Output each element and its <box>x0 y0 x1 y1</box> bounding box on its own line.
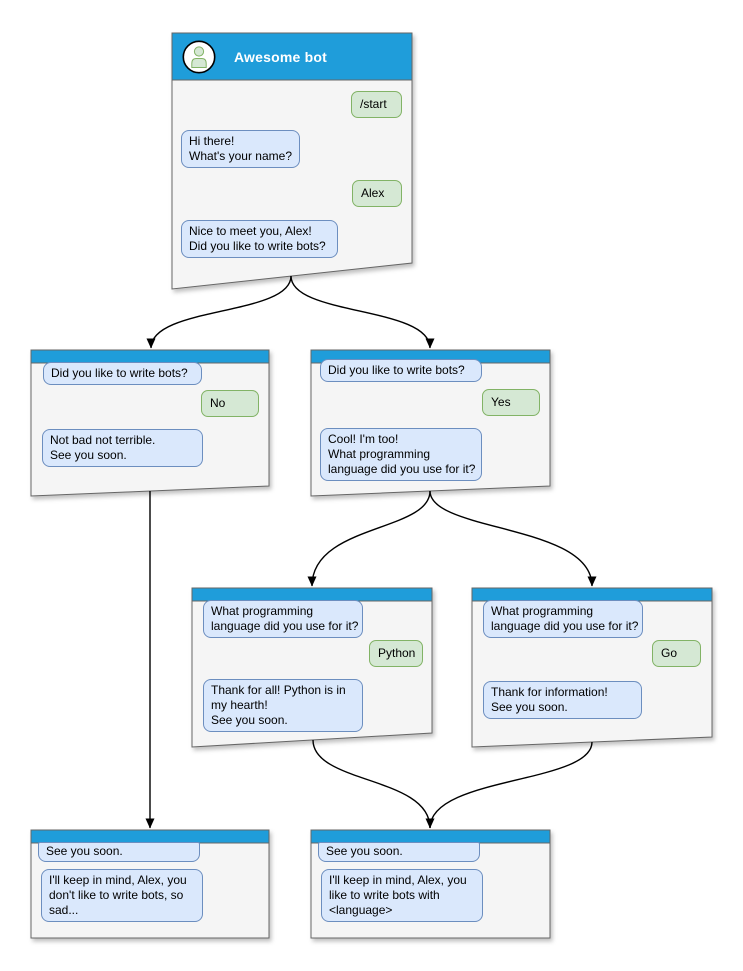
bot-avatar-icon <box>182 40 216 73</box>
bot-message-bubble-question-yes-branch: Did you like to write bots? <box>320 359 482 382</box>
bot-message-bubble-keep-in-mind-no: I'll keep in mind, Alex, you don't like … <box>41 869 203 922</box>
user-message-bubble-name: Alex <box>352 180 402 207</box>
bot-message-bubble-see-you-soon-yes: See you soon. <box>318 842 480 862</box>
bot-name-title: Awesome bot <box>234 48 327 65</box>
edge-go-to-end-yes <box>429 741 593 829</box>
edge-yes-to-python <box>307 490 431 587</box>
bot-message-bubble-language-question-python: What programming language did you use fo… <box>203 600 363 638</box>
user-message-bubble-yes: Yes <box>482 389 540 416</box>
user-message-bubble-no: No <box>201 390 259 417</box>
bot-message-bubble-greeting: Hi there! What's your name? <box>181 130 300 168</box>
bot-message-bubble-thanks-go: Thank for information! See you soon. <box>483 681 642 719</box>
user-message-bubble-go: Go <box>652 640 701 667</box>
edge-main-to-no <box>146 275 292 349</box>
edge-main-to-yes <box>290 275 435 349</box>
bot-message-bubble-nice-to-meet: Nice to meet you, Alex! Did you like to … <box>181 220 338 258</box>
edge-python-to-end-yes <box>312 739 435 829</box>
bot-message-bubble-not-bad: Not bad not terrible. See you soon. <box>42 429 203 467</box>
main-window-titlebar: Awesome bot <box>172 33 412 80</box>
bot-message-bubble-keep-in-mind-yes: I'll keep in mind, Alex, you like to wri… <box>321 869 483 922</box>
bot-message-bubble-language-question-go: What programming language did you use fo… <box>483 600 643 638</box>
user-message-bubble-start: /start <box>351 91 402 118</box>
edge-yes-to-go <box>429 490 597 587</box>
bot-message-bubble-question-no-branch: Did you like to write bots? <box>43 362 202 385</box>
bot-message-bubble-cool: Cool! I'm too! What programming language… <box>320 428 482 481</box>
user-message-bubble-python: Python <box>369 640 423 667</box>
bot-message-bubble-see-you-soon-no: See you soon. <box>38 842 200 862</box>
bot-message-bubble-thanks-python: Thank for all! Python is in my hearth! S… <box>203 679 363 732</box>
